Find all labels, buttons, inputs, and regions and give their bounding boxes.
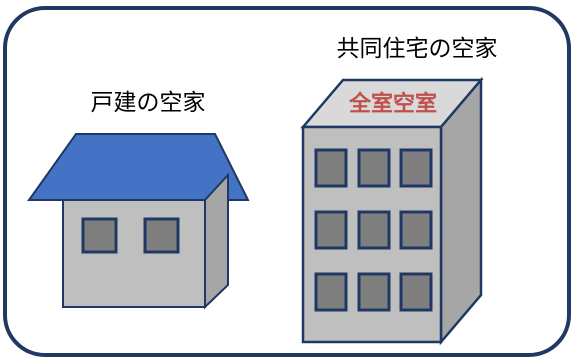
house-window	[143, 217, 180, 254]
apartment-sign-label: 全室空室	[348, 91, 437, 117]
house-roof	[27, 133, 250, 201]
apartment-window	[314, 210, 348, 250]
apartment-window	[399, 148, 433, 188]
apartment-side-wall	[439, 76, 483, 346]
apartment-window	[314, 272, 348, 312]
apartment-window	[314, 148, 348, 188]
apartment-window	[357, 148, 391, 188]
apartment-window	[399, 272, 433, 312]
house-side-wall	[204, 172, 229, 310]
detached-house-label: 戸建の空家	[91, 90, 206, 116]
house-window	[81, 217, 118, 254]
apartment-window	[357, 272, 391, 312]
apartment-windows	[314, 148, 433, 312]
apartment-window	[357, 210, 391, 250]
apartment-window	[399, 210, 433, 250]
apartment-building: 全室空室	[300, 76, 484, 346]
detached-house	[27, 133, 250, 310]
apartment-label: 共同住宅の空家	[337, 36, 498, 62]
